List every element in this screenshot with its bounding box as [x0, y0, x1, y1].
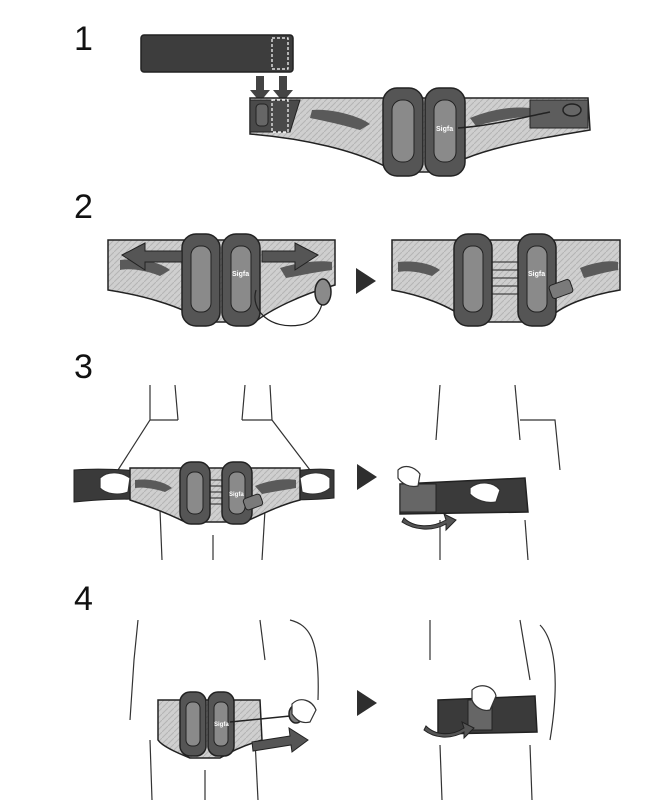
- brand-mark: Sigfa: [436, 126, 453, 133]
- brand-mark: Sigfa: [528, 271, 545, 278]
- brand-mark: Sigfa: [229, 492, 244, 498]
- down-arrow-icon: [250, 76, 270, 102]
- pull-handle: [562, 103, 582, 117]
- step-3-illustration: [117, 384, 311, 561]
- detachable-panel: [140, 34, 294, 73]
- step-3-right-figure: [435, 384, 561, 561]
- step-number-1: 1: [74, 20, 93, 58]
- curved-arrow-icon: [401, 513, 457, 532]
- step-number-4: 4: [74, 580, 93, 618]
- step-4-belt-closed: [423, 685, 538, 740]
- right-arrow-icon: [261, 242, 319, 271]
- curved-arrow-icon: [423, 721, 475, 740]
- step-4-right-figure: [429, 619, 556, 801]
- next-triangle-icon: [357, 690, 377, 716]
- step-3-belt-back: Sigfa: [73, 461, 335, 525]
- step-number-2: 2: [74, 188, 93, 226]
- left-arrow-icon: [121, 242, 183, 271]
- step-2-illustration: Sigfa Sigfa: [107, 233, 621, 327]
- brand-mark: Sigfa: [232, 271, 249, 278]
- right-arrow-icon: [251, 727, 309, 753]
- step-3-belt-front: [397, 465, 529, 532]
- next-triangle-icon: [357, 464, 377, 490]
- next-triangle-icon: [356, 268, 376, 294]
- panel-dashed-slot: [271, 37, 289, 70]
- step-4-belt: Sigfa: [157, 691, 317, 759]
- brand-mark: Sigfa: [214, 722, 229, 728]
- down-arrow-icon: [273, 76, 293, 102]
- step-1-illustration: Sigfa: [140, 34, 591, 177]
- step-number-3: 3: [74, 348, 93, 386]
